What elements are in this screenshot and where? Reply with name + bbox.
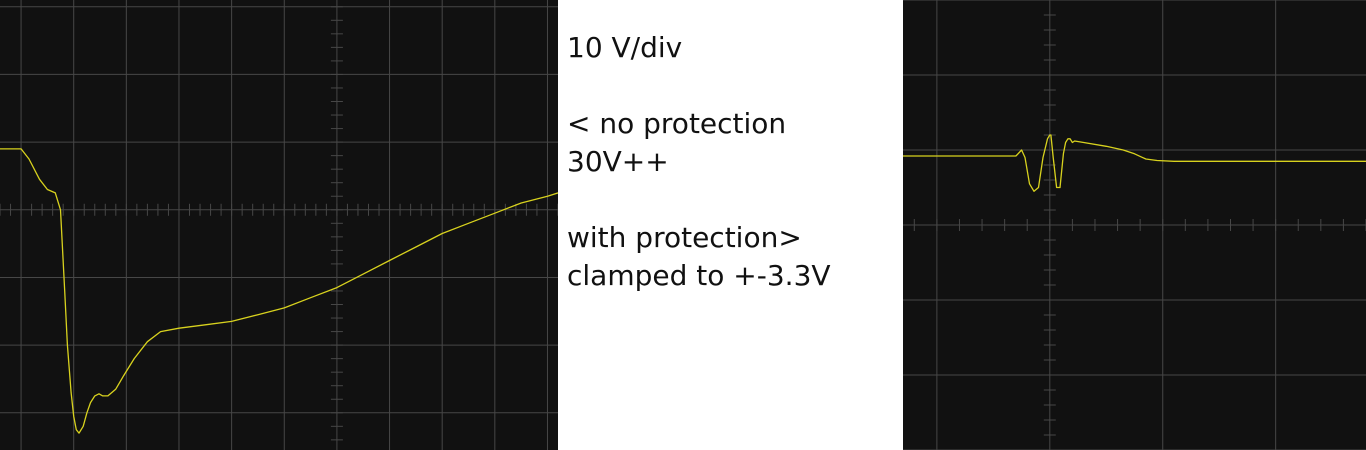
left-panel-label: < no protection bbox=[567, 107, 787, 140]
waveform-plot-right bbox=[903, 0, 1366, 450]
scope-screen-left bbox=[0, 0, 558, 450]
waveform-plot-left bbox=[0, 0, 558, 450]
waveform-trace bbox=[0, 148, 558, 434]
right-panel-label: with protection> bbox=[567, 221, 802, 254]
scale-label: 10 V/div bbox=[567, 31, 683, 64]
waveform-trace bbox=[903, 134, 1366, 192]
annotation-panel: 10 V/div < no protection 30V++ with prot… bbox=[558, 0, 903, 450]
right-panel-clamp-label: clamped to +-3.3V bbox=[567, 259, 831, 292]
left-panel-peak-label: 30V++ bbox=[567, 145, 669, 178]
scope-screen-right bbox=[903, 0, 1366, 450]
